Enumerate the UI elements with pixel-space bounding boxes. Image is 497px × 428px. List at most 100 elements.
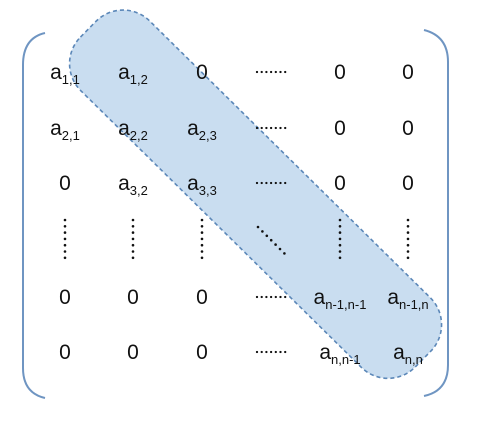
cell-r3-c1-main: 0 xyxy=(59,172,71,195)
cell-r5-c3-main: 0 xyxy=(196,286,208,309)
dot xyxy=(256,225,260,229)
dot xyxy=(63,256,67,260)
dot xyxy=(265,295,268,299)
dot xyxy=(63,218,67,222)
dot xyxy=(63,231,67,234)
cell-r2-c3: a2,3 xyxy=(187,117,217,143)
dot xyxy=(274,243,277,246)
dot xyxy=(260,70,263,74)
cell-r5-c2-main: 0 xyxy=(127,286,139,309)
dot xyxy=(255,70,259,74)
dot xyxy=(283,252,286,255)
dot xyxy=(63,250,67,253)
cell-r6-c3: 0 xyxy=(196,341,208,364)
cell-r1-c5: 0 xyxy=(334,61,346,84)
dot xyxy=(265,70,268,74)
dot xyxy=(279,181,282,185)
dot xyxy=(255,350,259,354)
dot xyxy=(406,250,410,253)
dot xyxy=(131,250,135,253)
cell-r1-c1-subscript: 1,1 xyxy=(62,72,80,87)
cell-r6-c6-main: a xyxy=(393,341,405,364)
dot xyxy=(265,181,268,185)
cell-r5-c5-main: a xyxy=(314,286,326,309)
dot xyxy=(265,234,269,238)
cell-r3-c3-main: a xyxy=(187,172,199,195)
dot xyxy=(406,243,410,247)
cell-r2-c3-main: a xyxy=(187,117,199,140)
dot xyxy=(269,295,273,299)
cell-r1-c1: a1,1 xyxy=(50,61,80,87)
dot xyxy=(200,231,204,234)
cell-r6-c6: an,n xyxy=(393,341,423,367)
dot xyxy=(406,218,410,222)
dot xyxy=(261,230,264,233)
dot xyxy=(255,181,259,185)
cell-r6-c1-main: 0 xyxy=(59,341,71,364)
dot xyxy=(269,350,273,354)
dot xyxy=(260,126,263,130)
dot xyxy=(338,218,342,222)
cell-r3-c2: a3,2 xyxy=(118,172,148,198)
dot xyxy=(260,181,263,185)
cell-r5-c6-subscript: n-1,n xyxy=(399,297,429,312)
cell-r2-c5-main: 0 xyxy=(334,117,346,140)
cell-r1-c2-subscript: 1,2 xyxy=(130,72,148,87)
cell-r5-c6-main: a xyxy=(387,286,399,309)
dot xyxy=(406,225,410,228)
dot xyxy=(63,225,67,228)
dot xyxy=(131,231,135,234)
cell-r2-c2-subscript: 2,2 xyxy=(130,128,148,143)
cell-r1-c6-main: 0 xyxy=(402,61,414,84)
dot xyxy=(265,350,268,354)
cell-r2-c6: 0 xyxy=(402,117,414,140)
cell-r3-c6-main: 0 xyxy=(402,172,414,195)
dot xyxy=(63,243,67,247)
diagonal-band-highlight xyxy=(68,9,443,380)
cell-r2-c2: a2,2 xyxy=(118,117,148,143)
cell-r6-c2: 0 xyxy=(127,341,139,364)
cell-r2-c2-main: a xyxy=(118,117,130,140)
right-matrix-bracket xyxy=(423,29,449,397)
cell-r6-c5: an,n-1 xyxy=(319,341,360,367)
dot xyxy=(131,243,135,247)
dot xyxy=(278,247,282,251)
cell-r6-c5-main: a xyxy=(319,341,331,364)
dot xyxy=(131,218,135,222)
dot xyxy=(265,126,268,130)
dot xyxy=(131,256,135,260)
dot xyxy=(338,225,342,228)
dot xyxy=(279,295,282,299)
dot xyxy=(284,350,287,354)
cell-r6-c6-subscript: n,n xyxy=(405,352,423,367)
cell-r1-c5-main: 0 xyxy=(334,61,346,84)
cell-r4-c3-vertical-dots xyxy=(200,218,204,260)
cell-r6-c2-main: 0 xyxy=(127,341,139,364)
cell-r2-c1-main: a xyxy=(50,117,62,140)
cell-r1-c1-main: a xyxy=(50,61,62,84)
dot xyxy=(274,350,277,354)
cell-r2-c6-main: 0 xyxy=(402,117,414,140)
cell-r5-c1: 0 xyxy=(59,286,71,309)
dot xyxy=(200,225,204,228)
cell-r5-c2: 0 xyxy=(127,286,139,309)
dot xyxy=(269,181,273,185)
dot xyxy=(274,181,277,185)
dot xyxy=(260,295,263,299)
dot xyxy=(338,250,342,253)
dot xyxy=(338,237,342,241)
dot xyxy=(338,243,342,247)
dot xyxy=(200,250,204,253)
dot xyxy=(269,70,273,74)
cell-r6-c1: 0 xyxy=(59,341,71,364)
dot xyxy=(338,256,342,260)
dot xyxy=(269,126,273,130)
cell-r3-c3: a3,3 xyxy=(187,172,217,198)
dot xyxy=(63,237,67,241)
dot xyxy=(279,70,282,74)
dot xyxy=(255,126,259,130)
dot xyxy=(274,70,277,74)
cell-r2-c4-horizontal-dots xyxy=(255,126,287,130)
